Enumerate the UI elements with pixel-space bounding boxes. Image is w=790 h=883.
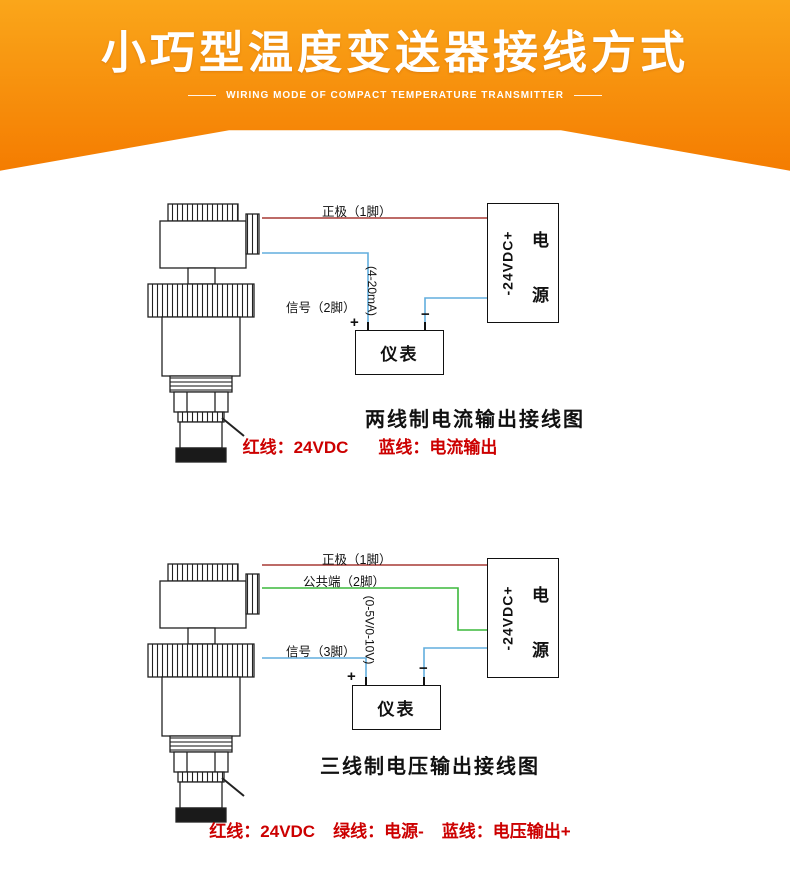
subtitle-divider-left <box>188 95 217 96</box>
wire-signal-blue <box>262 252 369 322</box>
sensor-illustration <box>147 563 260 823</box>
color-notes-1: 红线：24VDC 蓝线：电流输出 <box>140 433 600 458</box>
instrument-label: 仪表 <box>377 700 416 719</box>
subtitle-divider-right <box>573 95 602 96</box>
caption-three-wire: 三线制电压输出接线图 <box>320 756 540 778</box>
diagram-two-wire-current: 正极（1脚） 信号（2脚） (4-20mA) -24VDC+ 电 源 + − 仪… <box>0 185 790 485</box>
label-range-0-10v: (0-5V/0-10V) <box>362 595 377 665</box>
instrument-label: 仪表 <box>380 345 419 364</box>
note-blue-wire: 蓝线：电流输出 <box>378 438 498 457</box>
label-positive-pin1: 正极（1脚） <box>322 553 392 567</box>
note-red-wire: 红线：24VDC <box>242 438 349 457</box>
plus-sign: + <box>350 314 359 331</box>
label-common-pin2: 公共端（2脚） <box>303 575 385 589</box>
power-char-bottom: 源 <box>532 641 549 660</box>
wire-signal-blue <box>262 657 367 677</box>
wiring-lines-1 <box>262 217 487 331</box>
wiring-lines-2 <box>262 564 487 686</box>
wire-return-blue <box>423 647 487 677</box>
wire-common-green <box>262 587 487 631</box>
note-red-wire: 红线：24VDC <box>209 822 316 841</box>
label-signal-pin3: 信号（3脚） <box>286 645 356 659</box>
instrument-box: 仪表 <box>355 330 444 375</box>
power-rating-label: -24VDC+ <box>499 230 516 296</box>
diagram-three-wire-voltage: 正极（1脚） 公共端（2脚） 信号（3脚） (0-5V/0-10V) -24VD… <box>0 545 790 883</box>
label-range-4-20ma: (4-20mA) <box>365 265 380 317</box>
header-banner: 小巧型温度变送器接线方式 WIRING MODE OF COMPACT TEMP… <box>0 0 790 171</box>
plus-sign: + <box>347 668 356 685</box>
power-char-top: 电 <box>532 231 549 250</box>
power-char-top: 电 <box>532 586 549 605</box>
minus-sign: − <box>421 306 430 323</box>
wire-return-blue <box>424 297 487 322</box>
sensor-art-use <box>147 203 260 463</box>
power-supply-box: -24VDC+ 电 源 <box>487 558 559 678</box>
sensor-art-use <box>147 563 260 823</box>
label-signal-pin2: 信号（2脚） <box>286 301 356 315</box>
label-positive-pin1: 正极（1脚） <box>322 205 392 219</box>
power-supply-box: -24VDC+ 电 源 <box>487 203 559 323</box>
sensor-illustration <box>147 203 260 463</box>
page-subtitle-row: WIRING MODE OF COMPACT TEMPERATURE TRANS… <box>188 90 602 101</box>
color-notes-2: 红线：24VDC 绿线：电源- 蓝线：电压输出+ <box>60 817 720 842</box>
caption-two-wire: 两线制电流输出接线图 <box>365 409 585 431</box>
instrument-box: 仪表 <box>352 685 441 730</box>
note-blue-wire: 蓝线：电压输出+ <box>441 822 571 841</box>
power-rating-label: -24VDC+ <box>499 585 516 651</box>
note-green-wire: 绿线：电源- <box>333 822 424 841</box>
power-char-bottom: 源 <box>532 286 549 305</box>
minus-sign: − <box>419 660 428 677</box>
page-title: 小巧型温度变送器接线方式 <box>100 27 689 78</box>
page-subtitle: WIRING MODE OF COMPACT TEMPERATURE TRANS… <box>226 90 564 101</box>
